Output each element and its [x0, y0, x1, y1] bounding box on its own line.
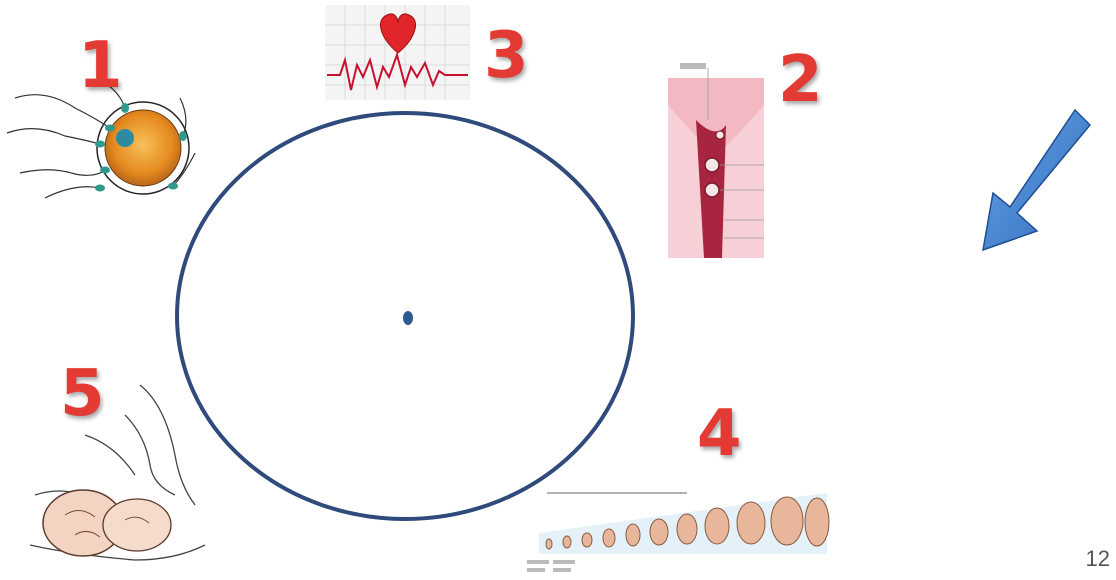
implantation-illustration — [668, 60, 768, 260]
heartbeat-illustration — [325, 5, 470, 100]
step-number-1: 1 — [78, 34, 123, 98]
cycle-center-dot — [403, 311, 413, 325]
arrow-down-left-icon — [975, 105, 1095, 255]
step-number-3: 3 — [484, 24, 529, 88]
birth-illustration — [25, 375, 210, 570]
fetal-development-illustration — [527, 488, 837, 580]
step-number-2: 2 — [778, 48, 823, 112]
slide-page-number: 12 — [1086, 546, 1110, 572]
step-number-4: 4 — [697, 402, 742, 466]
